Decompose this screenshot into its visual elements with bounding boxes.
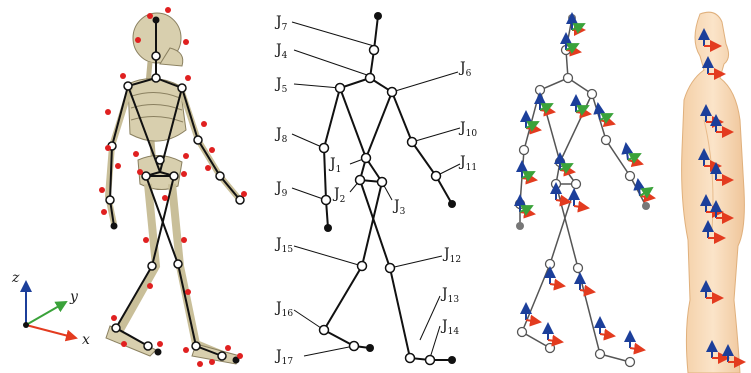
y-axis-arrow bbox=[26, 302, 66, 325]
frame-j10 bbox=[598, 104, 614, 124]
tree-leader-lines bbox=[292, 22, 460, 358]
tree-links bbox=[324, 16, 452, 360]
frame-wrist-r bbox=[638, 180, 654, 198]
body-silhouette-panel bbox=[682, 12, 745, 373]
joint-label-17: J17 bbox=[274, 348, 293, 367]
world-frame: z y x bbox=[11, 270, 90, 348]
y-axis-label: y bbox=[69, 289, 79, 305]
joint-label-7: J7 bbox=[274, 14, 288, 33]
joint-label-4: J4 bbox=[274, 42, 288, 61]
joint-label-13: J13 bbox=[440, 286, 459, 305]
tree-end-joints bbox=[324, 12, 456, 364]
joint-label-15: J15 bbox=[274, 236, 293, 255]
x-axis-label: x bbox=[82, 332, 90, 348]
joint-label-11: J11 bbox=[458, 154, 477, 173]
frame-j15 bbox=[550, 268, 564, 286]
joint-label-12: J12 bbox=[442, 246, 461, 265]
frame-j6 bbox=[576, 96, 590, 114]
frame-j14 bbox=[630, 332, 644, 350]
joint-label-5: J5 bbox=[274, 76, 288, 95]
joint-label-3: J3 bbox=[392, 198, 406, 217]
joint-labels: J1 J2 J3 J4 J5 J6 J7 J8 J9 J10 J11 J12 J… bbox=[274, 14, 477, 367]
joint-label-6: J6 bbox=[458, 60, 472, 79]
joint-label-16: J16 bbox=[274, 300, 293, 319]
joint-label-10: J10 bbox=[458, 120, 477, 139]
x-axis-arrow bbox=[26, 325, 76, 338]
joint-frames-panel bbox=[516, 14, 655, 367]
frame-j3 bbox=[574, 190, 588, 208]
world-origin bbox=[23, 322, 29, 328]
frame-j9 bbox=[522, 162, 536, 180]
skeleton-panel: z y x bbox=[11, 7, 247, 367]
frame-j11 bbox=[626, 144, 642, 164]
joint-label-9: J9 bbox=[274, 180, 288, 199]
frame-j17 bbox=[548, 324, 562, 342]
z-axis-label: z bbox=[11, 270, 20, 286]
joint-label-2: J2 bbox=[332, 186, 345, 205]
joint-label-1: J1 bbox=[328, 156, 341, 175]
joint-label-14: J14 bbox=[440, 318, 459, 337]
frame-j13 bbox=[600, 318, 614, 336]
joint-label-8: J8 bbox=[274, 126, 288, 145]
frames-links bbox=[520, 18, 646, 362]
joint-labeled-tree: J1 J2 J3 J4 J5 J6 J7 J8 J9 J10 J11 J12 J… bbox=[274, 12, 477, 367]
